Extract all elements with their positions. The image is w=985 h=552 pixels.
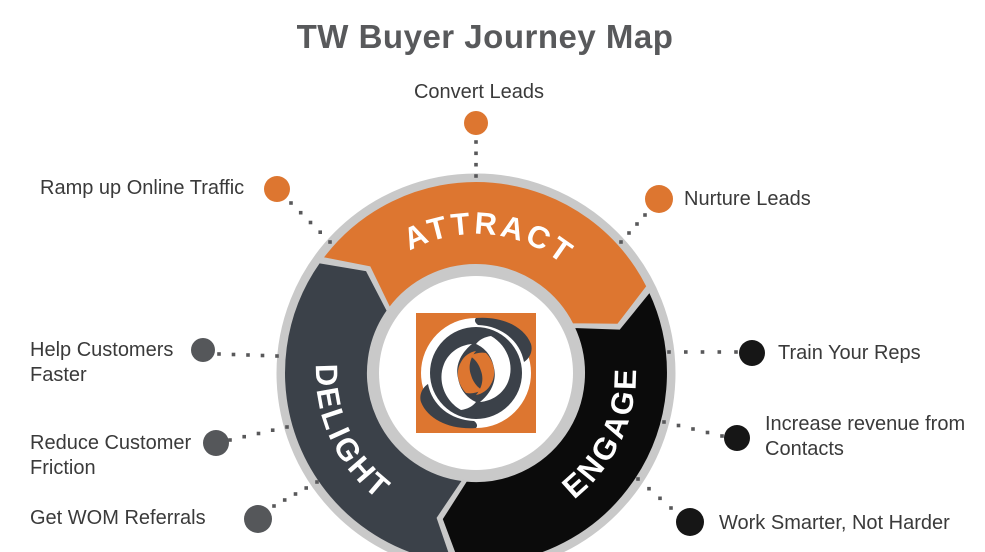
convert-leads-connector-dot <box>474 162 478 167</box>
help-customers-faster-connector-dot <box>260 353 265 358</box>
label-nurture-leads: Nurture Leads <box>684 188 811 210</box>
increase-revenue-from-contacts-connector-dot <box>720 434 724 438</box>
reduce-customer-friction-connector-dot <box>228 438 232 442</box>
train-your-reps-connector-dot <box>717 350 722 354</box>
train-your-reps-connector-dot <box>734 350 738 354</box>
help-customers-faster-connector-dot <box>246 353 250 357</box>
nurture-leads-dot <box>645 185 673 213</box>
get-wom-referrals-connector-dot <box>272 504 276 508</box>
label-convert-leads: Convert Leads <box>413 81 545 103</box>
logo-swirl-orange-right <box>470 352 495 395</box>
label-work-smarter-not-harder: Work Smarter, Not Harder <box>719 512 950 534</box>
reduce-customer-friction-connector-dot <box>242 434 246 439</box>
nurture-leads-connector-dot <box>643 213 647 217</box>
label-increase-revenue-from-contacts: Increase revenue from Contacts <box>765 413 966 460</box>
work-smarter-not-harder-dot <box>676 508 704 536</box>
reduce-customer-friction-connector-dot <box>285 425 289 429</box>
reduce-customer-friction-connector-dot <box>270 428 275 432</box>
label-help-customers-faster: Help Customers Faster <box>30 339 174 386</box>
label-get-wom-referrals: Get WOM Referrals <box>30 507 206 529</box>
ramp-up-online-traffic-connector-dot <box>318 230 322 234</box>
increase-revenue-from-contacts-connector-dot <box>691 427 695 431</box>
train-your-reps-connector-dot <box>700 350 705 354</box>
help-customers-faster-connector-dot <box>275 354 279 358</box>
segment-delight <box>283 261 465 552</box>
help-customers-faster-dot <box>191 338 215 362</box>
reduce-customer-friction-connector-dot <box>256 431 261 436</box>
logo-tail-bottom-left-icon <box>420 384 478 429</box>
vortex-logo <box>416 313 536 433</box>
logo-swirl-orange-left <box>457 351 482 394</box>
ramp-up-online-traffic-dot <box>264 176 290 202</box>
ramp-up-online-traffic-connector-dot <box>308 220 313 225</box>
train-your-reps-dot <box>739 340 765 366</box>
nurture-leads-connector-dot <box>635 222 639 226</box>
reduce-customer-friction-dot <box>203 430 229 456</box>
get-wom-referrals-connector-dot <box>304 486 308 490</box>
logo-swirl-white-left <box>441 344 476 410</box>
convert-leads-connector-dot <box>474 174 478 178</box>
train-your-reps-connector-dot <box>684 350 688 354</box>
nurture-leads-connector-dot <box>619 240 623 244</box>
label-ramp-up-online-traffic: Ramp up Online Traffic <box>40 177 245 199</box>
increase-revenue-from-contacts-connector-dot <box>662 420 666 424</box>
page-title: TW Buyer Journey Map <box>296 18 674 55</box>
help-customers-faster-connector-dot <box>231 352 236 357</box>
increase-revenue-from-contacts-connector-dot <box>705 430 710 435</box>
train-your-reps-connector-dot <box>667 350 671 354</box>
get-wom-referrals-connector-dot <box>282 498 287 502</box>
convert-leads-dot <box>464 111 488 135</box>
segment-engage <box>440 289 669 552</box>
ramp-up-online-traffic-connector-dot <box>298 210 303 215</box>
label-train-your-reps: Train Your Reps <box>778 342 921 364</box>
callout-layer <box>191 111 765 536</box>
convert-leads-connector-dot <box>474 151 478 156</box>
work-smarter-not-harder-connector-dot <box>669 506 673 510</box>
get-wom-referrals-connector-dot <box>315 480 319 484</box>
help-customers-faster-connector-dot <box>217 352 221 356</box>
logo-swirl-white-right <box>476 336 511 402</box>
ramp-up-online-traffic-connector-dot <box>289 201 293 205</box>
segment-attract <box>320 180 649 326</box>
increase-revenue-from-contacts-connector-dot <box>676 423 681 428</box>
label-reduce-customer-friction: Reduce Customer Friction <box>30 432 192 479</box>
work-smarter-not-harder-connector-dot <box>647 486 651 491</box>
ramp-up-online-traffic-connector-dot <box>328 240 332 244</box>
get-wom-referrals-connector-dot <box>293 492 298 496</box>
get-wom-referrals-dot <box>244 505 272 533</box>
nurture-leads-connector-dot <box>627 231 631 235</box>
logo-tail-top-right-icon <box>474 317 532 362</box>
convert-leads-connector-dot <box>474 140 478 144</box>
work-smarter-not-harder-connector-dot <box>636 477 640 481</box>
work-smarter-not-harder-connector-dot <box>658 496 662 501</box>
increase-revenue-from-contacts-dot <box>724 425 750 451</box>
